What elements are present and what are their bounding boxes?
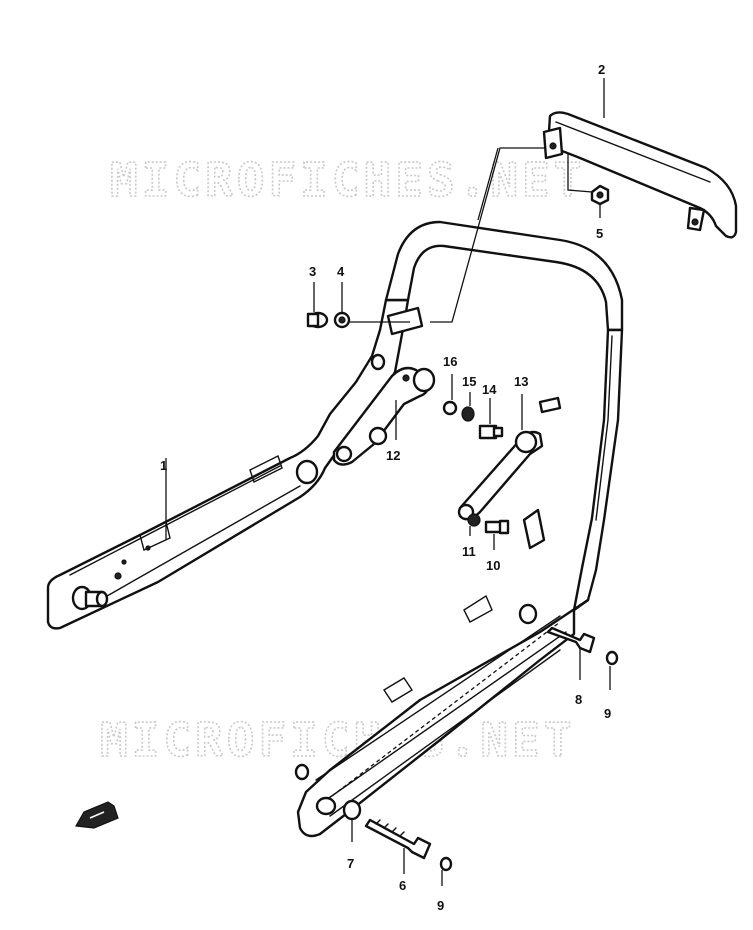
bolt-part-8: [546, 626, 596, 654]
callout-10: 10: [486, 558, 500, 573]
grab-handle-part-2: [542, 111, 738, 239]
washer-part-11: [467, 513, 481, 527]
washer-part-7: [342, 799, 362, 821]
washer-part-4: [333, 311, 351, 329]
callout-16: 16: [443, 354, 457, 369]
leader-lines: [165, 78, 611, 886]
main-frame-part-1: [46, 220, 624, 838]
cap-part-9-right: [605, 650, 619, 666]
callout-1: 1: [160, 458, 167, 473]
callout-6: 6: [399, 878, 406, 893]
callout-9-bottom: 9: [437, 898, 444, 913]
callout-9-right: 9: [604, 706, 611, 721]
screw-part-3: [306, 311, 329, 329]
washer-part-16: [442, 400, 458, 416]
front-arrow-icon: [75, 801, 119, 829]
bolt-part-14: [478, 424, 504, 440]
bracket-part-12: [332, 366, 436, 466]
watermark-top: MICROFICHES.NET: [110, 153, 585, 207]
callout-11: 11: [462, 544, 476, 559]
watermark-bottom: MICROFICHES.NET: [100, 713, 575, 767]
nut-part-5: [590, 184, 610, 206]
callout-14: 14: [482, 382, 497, 397]
stay-part-13: [457, 430, 544, 521]
callout-4: 4: [337, 264, 345, 279]
callout-8: 8: [575, 692, 582, 707]
callout-3: 3: [309, 264, 316, 279]
bolt-part-6: [364, 818, 432, 860]
cap-part-9-bottom: [439, 856, 453, 872]
callout-7: 7: [347, 856, 354, 871]
callout-13: 13: [514, 374, 528, 389]
callout-2: 2: [598, 62, 605, 77]
callout-5: 5: [596, 226, 603, 241]
bolt-part-10: [484, 519, 510, 535]
callout-12: 12: [386, 448, 400, 463]
callout-15: 15: [462, 374, 476, 389]
nut-part-15: [461, 406, 475, 422]
